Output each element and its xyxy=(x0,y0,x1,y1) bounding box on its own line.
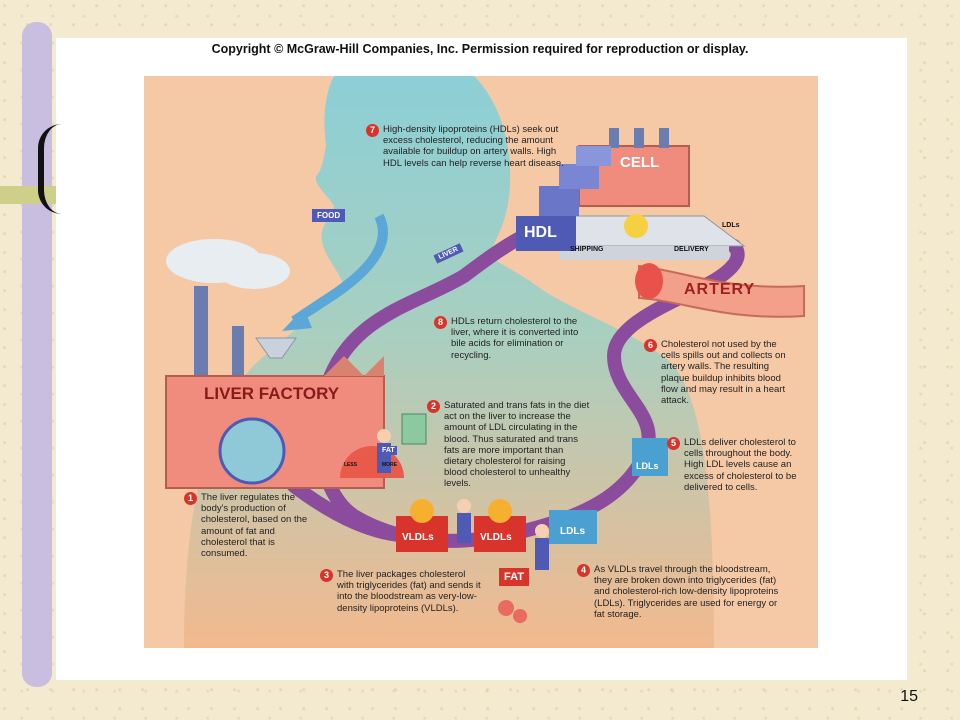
copyright-notice: Copyright © McGraw-Hill Companies, Inc. … xyxy=(211,42,749,56)
slide-page-number: 15 xyxy=(900,688,918,705)
hdl-truck-trailer xyxy=(559,164,599,189)
ldl-truck xyxy=(549,510,597,544)
hdl-truck-trailer xyxy=(576,146,611,166)
ldl-truck xyxy=(632,438,668,476)
liver-factory-smokestack xyxy=(232,326,244,376)
left-bracket-decoration xyxy=(38,124,62,214)
less-label: LESS xyxy=(344,462,358,468)
cell-label: CELL xyxy=(620,154,660,171)
conveyor-base xyxy=(559,246,729,260)
liver-factory-smokestack xyxy=(194,286,208,376)
cell-factory-stack xyxy=(659,128,669,148)
hdl-label: HDL xyxy=(524,224,557,241)
fat-globules xyxy=(410,499,434,523)
fat-sign-label: FAT xyxy=(504,571,524,583)
worker-figure xyxy=(377,429,391,443)
liver-factory-label: LIVER FACTORY xyxy=(204,384,340,403)
artery-label: ARTERY xyxy=(684,281,756,298)
liver-factory-roof xyxy=(324,356,384,376)
worker-figure xyxy=(457,499,471,513)
artery-vessel xyxy=(638,264,805,318)
trash-can xyxy=(401,413,427,445)
fat-gauge-label: FAT xyxy=(380,446,397,455)
vldl-truck-label: VLDLs xyxy=(480,532,512,543)
smoke-cloud xyxy=(218,253,290,289)
vldl-truck-label: VLDLs xyxy=(402,532,434,543)
shipping-label: SHIPPING xyxy=(570,246,604,253)
food-arrow-head xyxy=(282,308,312,331)
liver-factory-porthole xyxy=(218,417,286,485)
worker-figure xyxy=(535,524,549,538)
diagram-artwork xyxy=(165,76,805,648)
ldl-truck-label: LDLs xyxy=(560,526,585,537)
funnel xyxy=(255,337,297,359)
cholesterol-diagram: LIVER FACTORY CELL ARTERY HDL SHIPPING D… xyxy=(144,76,818,648)
artery-opening xyxy=(635,263,663,299)
delivery-label: DELIVERY xyxy=(674,246,709,253)
fat-droplets xyxy=(498,600,514,616)
conveyor-platform xyxy=(553,215,746,247)
hdl-truck xyxy=(516,216,576,251)
ldl-truck-label: LDLs xyxy=(636,461,659,471)
cholesterol-pile xyxy=(624,214,648,238)
left-decorative-strip xyxy=(22,22,52,687)
food-arrow xyxy=(291,213,388,326)
cell-factory-stack xyxy=(609,128,619,148)
food-label: FOOD xyxy=(312,209,346,222)
fat-globules xyxy=(488,499,512,523)
fat-sign xyxy=(499,568,529,586)
fat-droplets xyxy=(513,609,527,623)
hdl-truck-trailer xyxy=(539,186,579,216)
worker-figure xyxy=(457,513,471,543)
cell-factory-stack xyxy=(634,128,644,148)
worker-figure xyxy=(535,538,549,570)
ldl-crate-label: LDLs xyxy=(722,222,740,229)
more-label: MORE xyxy=(382,462,397,468)
